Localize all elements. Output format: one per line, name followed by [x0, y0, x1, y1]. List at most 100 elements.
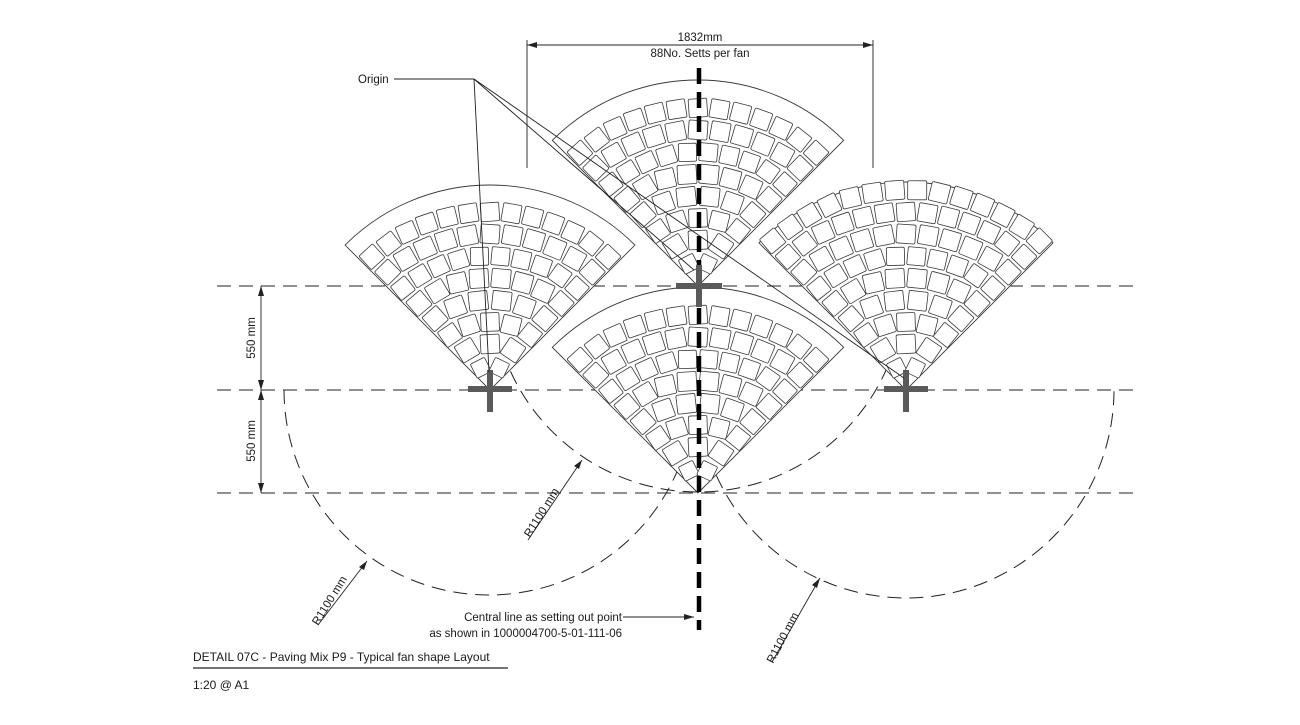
sett-stone: [600, 348, 627, 375]
radius-label-right: R1100 mm: [765, 611, 802, 666]
sett-stone: [755, 186, 783, 213]
sett-stone: [927, 181, 952, 205]
sett-stone: [730, 331, 754, 356]
sett-stone: [831, 211, 855, 236]
sett-stone: [862, 271, 885, 295]
sett-stone: [945, 254, 969, 278]
sett-stone: [729, 101, 752, 125]
sett-stone: [456, 224, 480, 247]
sett-stone: [937, 205, 960, 229]
sett-stone: [662, 233, 688, 260]
sett-stone: [769, 349, 796, 375]
sett-stone: [395, 220, 420, 245]
sett-stone: [775, 243, 801, 270]
sett-stone: [547, 263, 573, 289]
sett-stone: [718, 351, 741, 374]
dimension-width-label: 1832mm: [678, 32, 723, 44]
sett-stone: [467, 290, 490, 312]
sett-stone: [634, 150, 659, 175]
sett-stone: [426, 254, 451, 279]
sett-stone: [852, 205, 875, 229]
sett-stone: [522, 228, 546, 253]
sett-stone: [708, 305, 731, 328]
sett-stone: [963, 290, 991, 317]
sett-stone: [907, 180, 928, 201]
sett-stone: [786, 361, 814, 389]
sett-stone: [709, 327, 732, 350]
sett-stone: [584, 126, 610, 153]
sett-stone: [560, 220, 585, 245]
sett-stone: [642, 331, 666, 356]
sett-stone: [578, 230, 604, 257]
sett-stone: [980, 275, 1006, 301]
sett-stone: [664, 120, 688, 143]
fan-top-center: [551, 79, 845, 287]
sett-stone: [415, 211, 439, 236]
sett-stone: [707, 440, 735, 467]
sett-stone: [811, 220, 836, 245]
sett-stone: [595, 243, 621, 270]
sett-stone: [906, 246, 927, 267]
sett-stone: [531, 305, 558, 332]
detail-title: DETAIL 07C - Paving Mix P9 - Typical fan…: [193, 650, 490, 664]
sett-stone: [469, 246, 490, 266]
sett-stone: [755, 366, 781, 392]
sett-stone: [434, 228, 458, 253]
sett-stone: [863, 248, 887, 272]
title-block: DETAIL 07C - Paving Mix P9 - Typical fan…: [193, 650, 508, 692]
sett-stone: [698, 349, 719, 370]
sett-stone: [615, 366, 641, 391]
central-line-note-1: Central line as setting out point: [464, 612, 623, 624]
sett-stone: [768, 323, 793, 348]
sett-stone: [479, 201, 501, 223]
sett-stone: [709, 120, 732, 143]
central-line-note: Central line as setting out point as sho…: [429, 612, 694, 640]
origin-markers: [468, 265, 928, 412]
sett-stone: [755, 393, 783, 420]
sett-stone: [500, 202, 523, 225]
sett-stone: [578, 258, 606, 286]
sett-stone: [678, 460, 700, 482]
sett-stone: [424, 278, 451, 305]
origin-leader: Origin: [358, 74, 905, 379]
sett-stone: [547, 290, 575, 317]
sett-stone: [541, 211, 565, 236]
sett-stone: [808, 245, 835, 272]
sett-stone: [634, 357, 659, 382]
sett-stone: [1026, 227, 1053, 255]
sett-stone: [970, 192, 995, 218]
sett-stone: [792, 230, 818, 257]
sett-stone: [446, 271, 469, 295]
sett-stone: [828, 235, 854, 261]
sett-stone: [407, 263, 433, 288]
sett-stone: [859, 294, 884, 320]
sett-stone: [850, 228, 874, 253]
sett-stone: [718, 374, 743, 398]
sett-stone: [454, 337, 480, 364]
sett-stone: [708, 98, 731, 121]
sett-stone: [906, 290, 929, 312]
sett-stone: [904, 357, 926, 379]
sett-stone: [645, 218, 671, 244]
sett-stone: [994, 258, 1022, 286]
sett-stone: [620, 338, 646, 364]
sett-stone: [790, 258, 818, 286]
sett-stone: [707, 210, 731, 233]
sett-stone: [738, 174, 764, 200]
sett-stone: [675, 393, 698, 415]
sett-stone: [623, 314, 647, 339]
sett-stone: [884, 179, 906, 201]
sett-stone: [603, 323, 628, 348]
sett-stone: [873, 313, 897, 337]
sett-stone: [938, 228, 962, 253]
sett-stone: [443, 294, 468, 320]
scale-label: 1:20 @ A1: [193, 678, 250, 692]
sett-stone: [698, 142, 719, 163]
sett-stone: [883, 290, 906, 312]
sett-stone: [725, 218, 751, 244]
sett-stone: [677, 349, 698, 369]
radius-label-left: R1100 mm: [310, 574, 350, 627]
sett-stone: [490, 290, 513, 312]
sett-stone: [915, 314, 939, 337]
